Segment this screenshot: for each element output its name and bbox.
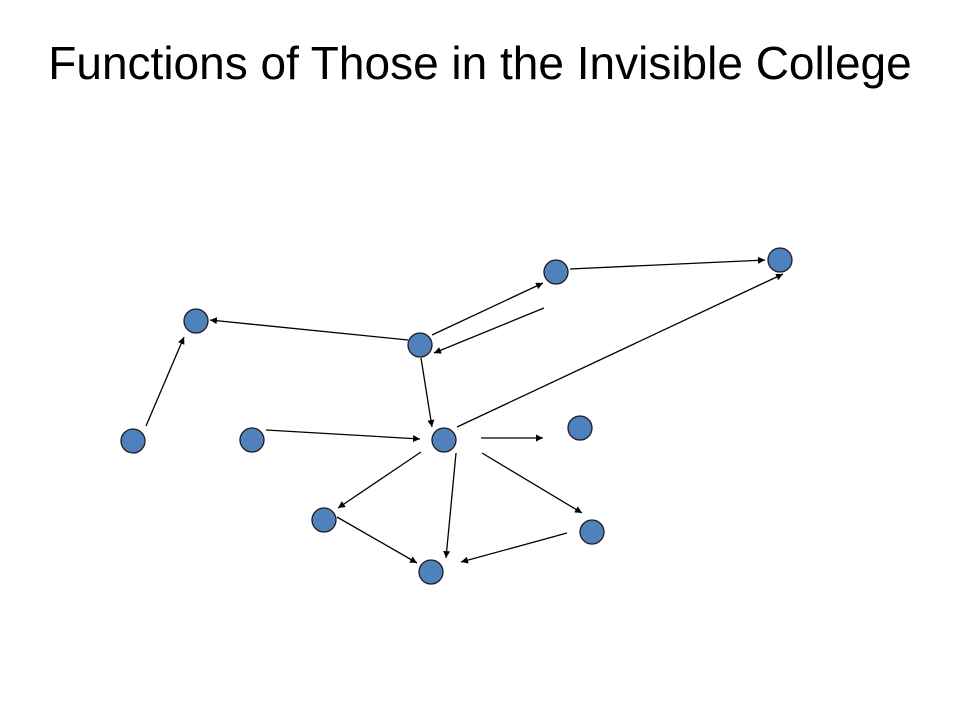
node-center <box>431 427 457 453</box>
nodes-group <box>120 247 793 585</box>
edge-hub-to-center <box>420 357 435 428</box>
slide-title: Functions of Those in the Invisible Coll… <box>48 37 912 89</box>
edge-left-bottom-to-left-top <box>145 336 185 427</box>
node-top-middle <box>543 259 569 285</box>
node-bottom <box>418 559 444 585</box>
edge-center-to-bottom <box>443 452 457 559</box>
edge-center-to-lower-left <box>337 451 422 509</box>
node-right-mid <box>567 415 593 441</box>
node-lower-right <box>579 519 605 545</box>
edge-center-to-lower-right <box>481 452 583 514</box>
edge-center-to-top-right <box>456 273 784 428</box>
edge-lower-right-to-bottom <box>460 532 568 564</box>
node-left-top <box>183 308 209 334</box>
node-left-bottom <box>120 428 146 454</box>
node-top-right <box>767 247 793 273</box>
edge-lower-left-to-bottom <box>336 516 418 564</box>
edge-left-mid-to-center <box>265 429 421 443</box>
edges-group <box>145 256 784 564</box>
edge-hub-to-left-top <box>209 317 409 341</box>
edge-hub-to-top-middle <box>431 282 544 336</box>
edge-top-middle-return-to-hub <box>433 307 545 354</box>
node-hub <box>407 332 433 358</box>
node-lower-left <box>311 507 337 533</box>
edge-top-middle-to-top-right <box>569 256 766 270</box>
node-left-mid <box>239 427 265 453</box>
